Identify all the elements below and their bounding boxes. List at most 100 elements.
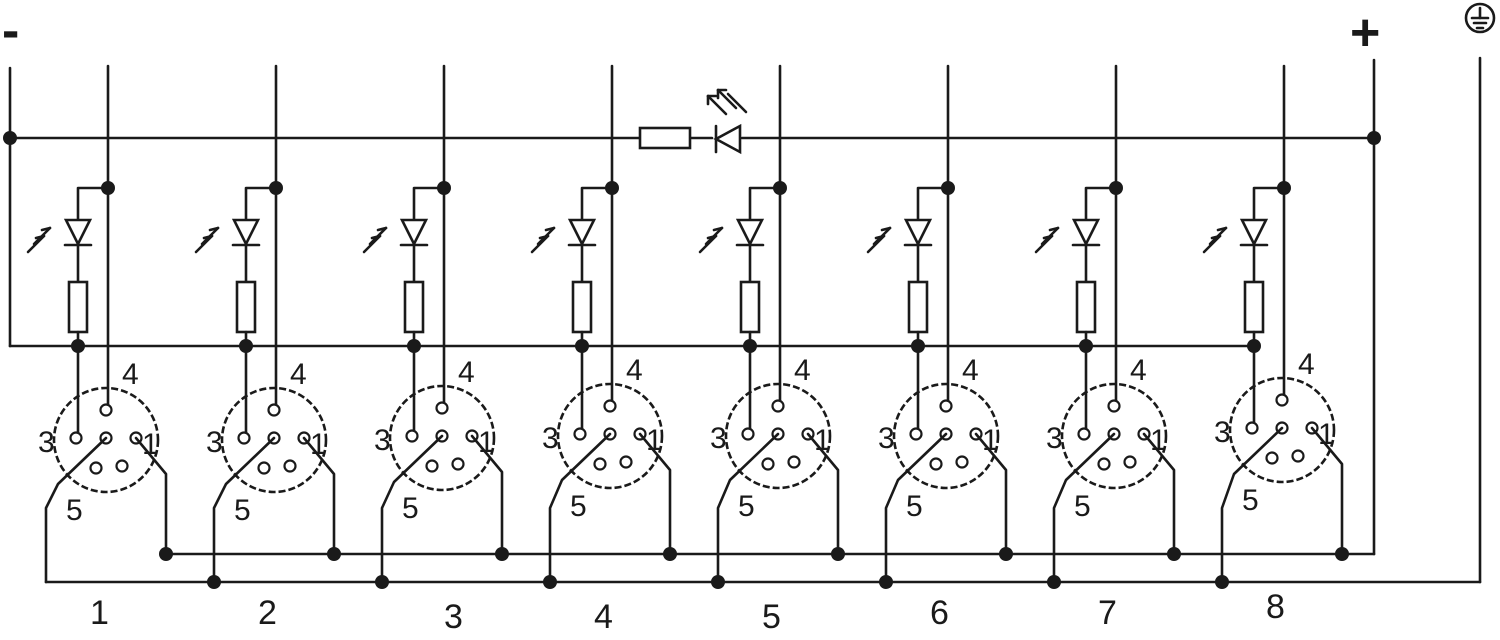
junction-5-1 (743, 339, 757, 353)
junction-7-3 (1047, 575, 1061, 589)
pin-3-3 (405, 429, 419, 443)
channel-label-8: 8 (1266, 588, 1285, 626)
resistor-icon-2 (235, 280, 257, 334)
pin-4-8 (1275, 393, 1289, 407)
pin-3-7 (1077, 427, 1091, 441)
pin-3-2 (237, 431, 251, 445)
junction-7-2 (1167, 547, 1181, 561)
pin-x-8 (1265, 451, 1279, 465)
junction-3-3 (375, 575, 389, 589)
resistor-icon-6 (907, 280, 929, 334)
junction-8-1 (1247, 339, 1261, 353)
channel-label-4: 4 (594, 598, 613, 636)
pin1-drop-8 (1310, 426, 1344, 556)
pin1-label-5: 1 (814, 424, 831, 457)
led-icon-6 (866, 218, 933, 254)
junction-5-2 (831, 547, 845, 561)
junction-7-1 (1079, 339, 1093, 353)
minus-terminal-label: - (2, 2, 19, 60)
pin3-label-1: 3 (38, 426, 55, 459)
pin-2-4 (619, 455, 633, 469)
pin3-label-3: 3 (374, 424, 391, 457)
pin-4-3 (435, 401, 449, 415)
resistor-icon-8 (1243, 280, 1265, 334)
pin-x-6 (929, 457, 943, 471)
resistor-icon-4 (571, 280, 593, 334)
junction-8-0 (1277, 181, 1291, 195)
m12-connector-icon-4 (556, 382, 664, 490)
pin4-label-3: 4 (458, 356, 475, 389)
power-indicator (638, 88, 748, 155)
pin-x-5 (761, 457, 775, 471)
led-branch-1 (76, 186, 110, 222)
pin3-label-7: 3 (1046, 422, 1063, 455)
pin3-label-6: 3 (878, 422, 895, 455)
pin4-label-5: 4 (794, 354, 811, 387)
junction-3-1 (407, 339, 421, 353)
junction-8-3 (1215, 575, 1229, 589)
led-branch-8 (1252, 186, 1286, 222)
pin-x-4 (593, 457, 607, 471)
resistor-icon-5 (739, 280, 761, 334)
pin3-label-5: 3 (710, 422, 727, 455)
junction-8-2 (1335, 547, 1349, 561)
pin-2-1 (115, 459, 129, 473)
led-branch-6 (916, 186, 950, 222)
junction-minus-top (3, 131, 17, 145)
power-resistor (638, 126, 692, 150)
pin5-drop-8 (1220, 426, 1284, 584)
pin1-drop-5 (806, 432, 840, 556)
junction-2-3 (207, 575, 221, 589)
pin1-drop-6 (974, 432, 1008, 556)
junction-1-2 (159, 547, 173, 561)
pin4-label-8: 4 (1298, 348, 1315, 381)
pin3-label-8: 3 (1214, 416, 1231, 449)
junction-5-0 (773, 181, 787, 195)
pin5-drop-6 (884, 432, 948, 584)
pin-x-2 (257, 461, 271, 475)
resistor-icon-3 (403, 280, 425, 334)
pin-4-5 (771, 399, 785, 413)
pin1-drop-1 (134, 436, 168, 556)
pin5-drop-1 (44, 436, 108, 584)
pin5-label-7: 5 (1074, 490, 1091, 523)
pin5-label-2: 5 (234, 494, 251, 527)
junction-plus-top (1367, 131, 1381, 145)
pin4-label-4: 4 (626, 354, 643, 387)
junction-1-1 (71, 339, 85, 353)
junction-3-0 (437, 181, 451, 195)
channel-8: 4 3 1 5 8 (1202, 64, 1349, 626)
pin5-drop-5 (716, 432, 780, 584)
junction-6-3 (879, 575, 893, 589)
pin1-drop-3 (470, 434, 504, 556)
led-branch-7 (1084, 186, 1118, 222)
pin-x-1 (89, 461, 103, 475)
pin-2-7 (1123, 455, 1137, 469)
power-led-icon (706, 88, 748, 155)
led-icon-3 (362, 218, 429, 254)
pin1-drop-2 (302, 436, 336, 556)
pin-4-1 (99, 403, 113, 417)
resistor-icon-1 (67, 280, 89, 334)
pin-3-5 (741, 427, 755, 441)
led-icon-5 (698, 218, 765, 254)
pin5-label-8: 5 (1242, 484, 1259, 517)
pin-4-4 (603, 399, 617, 413)
junction-3-2 (495, 547, 509, 561)
channel-label-3: 3 (444, 598, 463, 636)
junction-7-0 (1109, 181, 1123, 195)
pin-2-2 (283, 459, 297, 473)
protective-earth-icon (1464, 2, 1496, 34)
pin1-label-8: 1 (1318, 418, 1335, 451)
pin-4-6 (939, 399, 953, 413)
pin5-label-6: 5 (906, 490, 923, 523)
pin-x-7 (1097, 457, 1111, 471)
junction-4-2 (663, 547, 677, 561)
pin-3-4 (573, 427, 587, 441)
junction-2-2 (327, 547, 341, 561)
